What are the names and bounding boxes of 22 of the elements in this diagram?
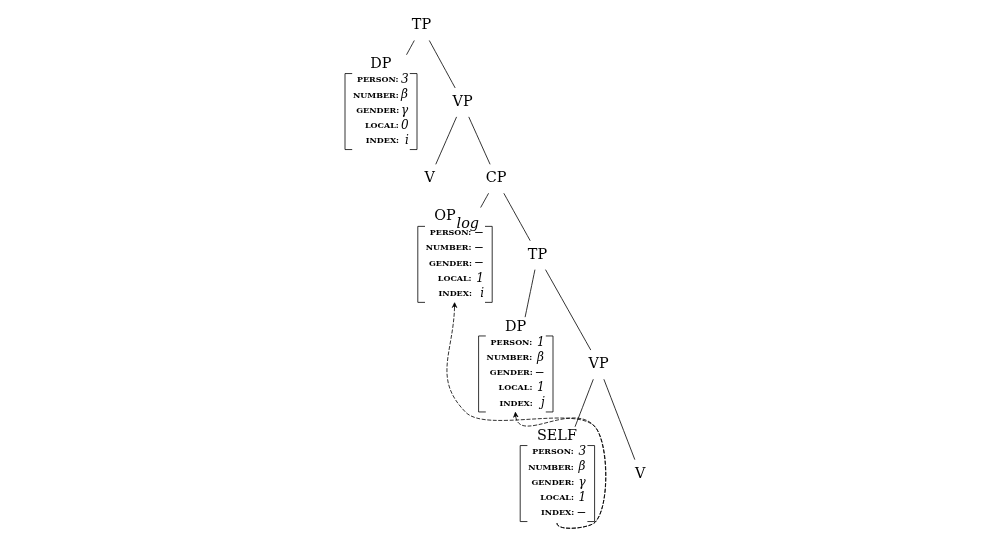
node-text: V bbox=[424, 169, 435, 186]
node-text: VP bbox=[452, 92, 473, 109]
node-text: TP bbox=[411, 16, 431, 33]
connector bbox=[502, 192, 531, 242]
connector bbox=[405, 40, 415, 56]
node-text: TP bbox=[527, 245, 547, 262]
node-text: DP PERSON: 1 NUMBER: β GENDER: − LOCAL: 1 INDEX: j bbox=[486, 317, 545, 410]
connector bbox=[434, 116, 457, 165]
node-text: DP PERSON: 3 NUMBER: β GENDER: γ LOCAL: 0 INDEX: i bbox=[352, 55, 409, 147]
connector bbox=[479, 192, 489, 208]
connector bbox=[602, 378, 635, 461]
connector bbox=[467, 116, 490, 165]
connector bbox=[428, 40, 456, 89]
node-text: V bbox=[634, 464, 645, 481]
arrow bbox=[446, 302, 606, 529]
node-text: VP bbox=[588, 355, 609, 372]
connector bbox=[524, 269, 535, 318]
connector bbox=[574, 378, 594, 428]
arrow bbox=[512, 411, 606, 529]
node-text: SELF PERSON: 3 NUMBER: β GENDER: γ LOCAL: 1 INDEX: − bbox=[527, 427, 586, 519]
connector bbox=[544, 269, 591, 351]
node-text: CP bbox=[485, 169, 506, 186]
